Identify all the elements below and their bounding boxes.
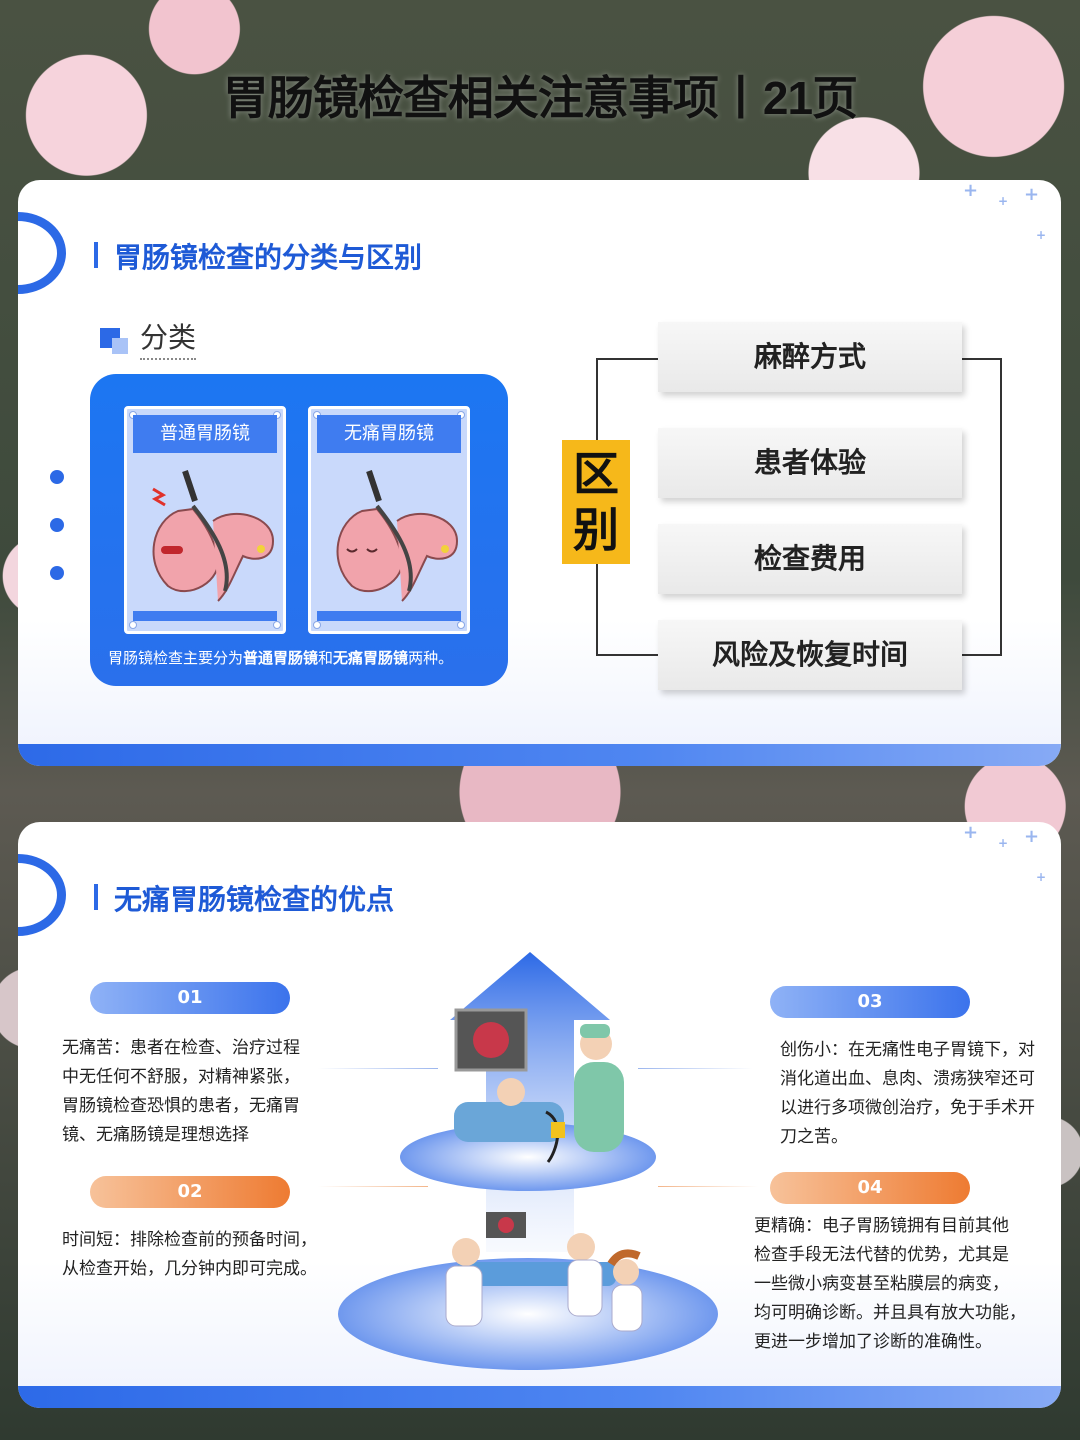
sparkle-icon: + <box>998 194 1009 208</box>
sparkle-icon: + <box>963 180 979 201</box>
decor-arc <box>18 854 66 936</box>
point-number-03: 03 <box>770 986 970 1018</box>
bullet-dots <box>50 470 64 614</box>
point-text-01: 无痛苦：患者在检查、治疗过程 中无任何不舒服，对精神紧张， 胃肠镜检查恐惧的患者… <box>62 1038 300 1145</box>
connector-line <box>318 1068 438 1069</box>
connector-line <box>318 1186 428 1187</box>
card-bottom-bar <box>18 744 1061 766</box>
point-text-03: 创伤小：在无痛性电子胃镜下，对 消化道出血、息肉、溃疡狭窄还可 以进行多项微创治… <box>780 1040 1035 1147</box>
sparkle-icon: + <box>1024 826 1040 847</box>
point-text-02: 时间短：排除检查前的预备时间， 从检查开始，几分钟内即可完成。 <box>62 1230 317 1279</box>
section-title: 胃肠镜检查的分类与区别 <box>114 241 423 274</box>
regular-endoscopy-frame: 普通胃肠镜 <box>124 406 286 634</box>
advantages-card: 无痛胃肠镜检查的优点 + + + + <box>18 822 1061 1408</box>
frame-title: 无痛胃肠镜 <box>317 415 461 453</box>
section-bar <box>94 242 98 268</box>
sparkle-icon: + <box>1036 870 1047 884</box>
difference-label: 区 别 <box>562 440 630 564</box>
panel-caption: 胃肠镜检查主要分为普通胃肠镜和无痛胃肠镜两种。 <box>108 649 454 667</box>
section-bar <box>94 884 98 910</box>
difference-item: 风险及恢复时间 <box>658 620 962 690</box>
frame-title: 普通胃肠镜 <box>133 415 277 453</box>
difference-item: 麻醉方式 <box>658 322 962 392</box>
stomach-calm-icon <box>336 470 459 602</box>
decor-arc <box>18 212 66 294</box>
point-text-04: 更精确：电子胃肠镜拥有目前其他 检查手段无法代替的优势，尤其是 一些微小病变甚至… <box>754 1216 1026 1352</box>
point-number-01: 01 <box>90 982 290 1014</box>
difference-item: 患者体验 <box>658 428 962 498</box>
sparkle-icon: + <box>1024 184 1040 205</box>
painless-endoscopy-frame: 无痛胃肠镜 <box>308 406 470 634</box>
square-icon <box>112 338 128 354</box>
sparkle-icon: + <box>998 836 1009 850</box>
classify-label: 分类 <box>140 316 197 360</box>
card-bottom-bar <box>18 1386 1061 1408</box>
connector-line <box>658 1186 758 1187</box>
stomach-pain-icon <box>151 470 275 602</box>
point-number-02: 02 <box>90 1176 290 1208</box>
classify-panel: 普通胃肠镜 无痛胃肠镜 <box>90 374 508 686</box>
section-title: 无痛胃肠镜检查的优点 <box>114 883 395 916</box>
sparkle-icon: + <box>1036 228 1047 242</box>
connector-line <box>638 1068 753 1069</box>
difference-bracket <box>596 358 1002 656</box>
page-title: 胃肠镜检查相关注意事项丨21页 <box>222 72 858 124</box>
difference-item: 检查费用 <box>658 524 962 594</box>
point-number-04: 04 <box>770 1172 970 1204</box>
classification-card: 胃肠镜检查的分类与区别 + + + + 分类 普通胃肠镜 无痛胃肠镜 <box>18 180 1061 766</box>
sparkle-icon: + <box>963 822 979 843</box>
